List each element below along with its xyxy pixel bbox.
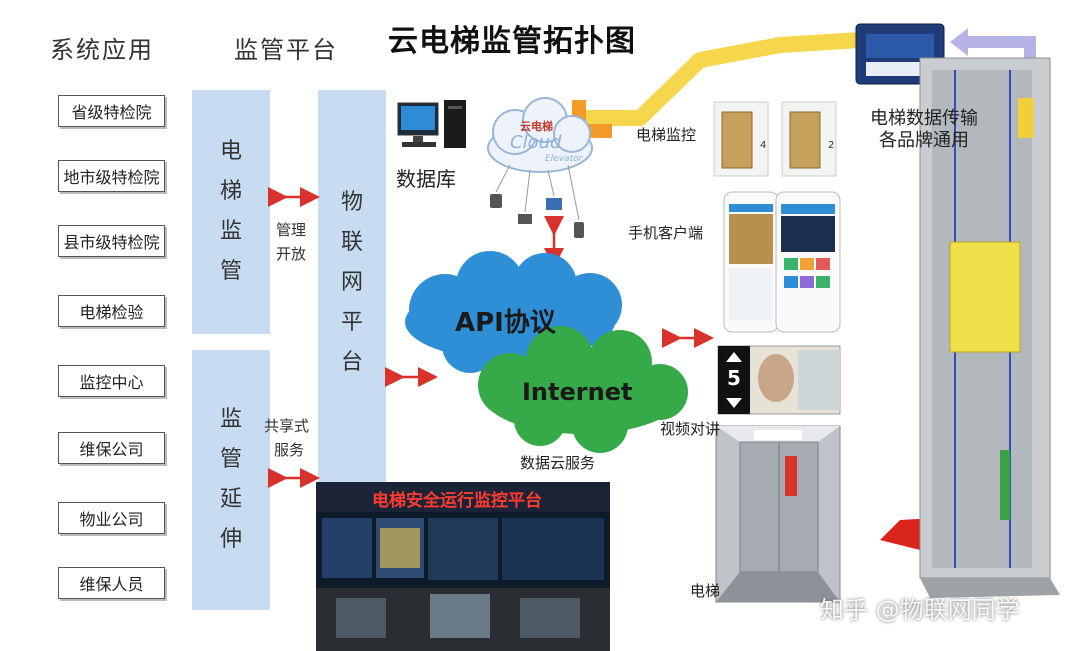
cloud-device-links: [495, 164, 580, 221]
app-box-city: 地市级特检院: [58, 160, 165, 192]
app-box-county: 县市级特检院: [58, 225, 165, 257]
app-box-maintenance-staff: 维保人员: [58, 567, 165, 599]
iot-char: 联: [340, 229, 363, 255]
mgmt-open-label: 管理 开放: [276, 218, 306, 266]
shared-service-line: 服务: [274, 441, 305, 459]
app-box-maintenance-company: 维保公司: [58, 432, 165, 464]
floor-label-a: 4: [760, 140, 767, 151]
api-protocol-label: API协议: [455, 308, 556, 338]
cloud-elevator-icon: [487, 97, 593, 173]
data-cloud-label: 数据云服务: [520, 454, 596, 472]
data-transfer-line: 各品牌通用: [879, 130, 969, 151]
supervision-char: 管: [219, 259, 242, 284]
iot-char: 平: [340, 309, 363, 335]
app-box-provincial: 省级特检院: [58, 95, 165, 127]
shared-service-label: 共享式 服务: [264, 414, 309, 462]
watermark: 知乎 @物联网同学: [820, 596, 1020, 624]
cloud-en2-label: Elevator: [545, 154, 583, 164]
mgmt-open-line: 管理: [276, 221, 307, 239]
app-box-inspection: 电梯检验: [58, 295, 165, 327]
shared-service-line: 共享式: [264, 417, 310, 435]
app-box-property-company: 物业公司: [58, 502, 165, 534]
video-floor-label: 5: [727, 366, 741, 390]
elevator-label: 电梯: [690, 582, 721, 600]
supervision-panel: 电 梯 监 管: [192, 90, 270, 334]
extension-char: 伸: [219, 527, 242, 552]
elevator-monitor-door-a: [713, 101, 769, 177]
video-intercom-panel: [717, 345, 841, 415]
data-transfer-line: 电梯数据传输: [870, 108, 978, 129]
floor-label-b: 2: [828, 140, 835, 151]
mgmt-open-line: 开放: [276, 245, 307, 263]
internet-label: Internet: [522, 378, 633, 406]
database-label: 数据库: [396, 167, 456, 191]
iot-char: 网: [340, 269, 363, 295]
supervision-char: 监: [219, 219, 242, 244]
iot-char: 物: [340, 189, 363, 215]
database-computer-icon: [397, 100, 466, 148]
extension-char: 延: [219, 487, 242, 512]
iot-char: 台: [340, 349, 363, 375]
supervision-char: 电: [219, 139, 242, 164]
yellow-data-line: [585, 32, 861, 126]
extension-char: 管: [219, 447, 242, 472]
elevator-monitor-door-b: [781, 101, 837, 177]
extension-char: 监: [219, 407, 242, 432]
cloud-device-icons: [490, 194, 584, 238]
mobile-phone-left: [723, 191, 779, 333]
mobile-client-label: 手机客户端: [628, 224, 704, 242]
supervision-char: 梯: [219, 179, 242, 204]
elevator-monitor-label: 电梯监控: [636, 126, 697, 144]
cloud-en-label: Cloud: [510, 132, 562, 153]
data-transfer-label: 电梯数据传输 各品牌通用: [870, 108, 978, 152]
cloud-cn-label: 云电梯: [520, 120, 553, 133]
iot-platform-panel: 物 联 网 平 台: [318, 90, 386, 475]
elevator-shaft-illustration: [880, 57, 1060, 598]
internet-cloud: [478, 326, 688, 453]
platform-header: 监管平台: [234, 36, 338, 64]
system-app-header: 系统应用: [50, 36, 154, 64]
lilac-arrowhead: [950, 28, 968, 56]
video-intercom-label: 视频对讲: [660, 420, 721, 438]
platform-screen-title: 电梯安全运行监控平台: [372, 491, 542, 511]
platform-monitor-screen: [316, 482, 610, 651]
mobile-phone-right: [775, 191, 841, 333]
diagram-title: 云电梯监管拓扑图: [388, 24, 636, 59]
app-box-monitoring-center: 监控中心: [58, 365, 165, 397]
elevator-car-illustration: [715, 425, 841, 603]
extension-panel: 监 管 延 伸: [192, 350, 270, 610]
